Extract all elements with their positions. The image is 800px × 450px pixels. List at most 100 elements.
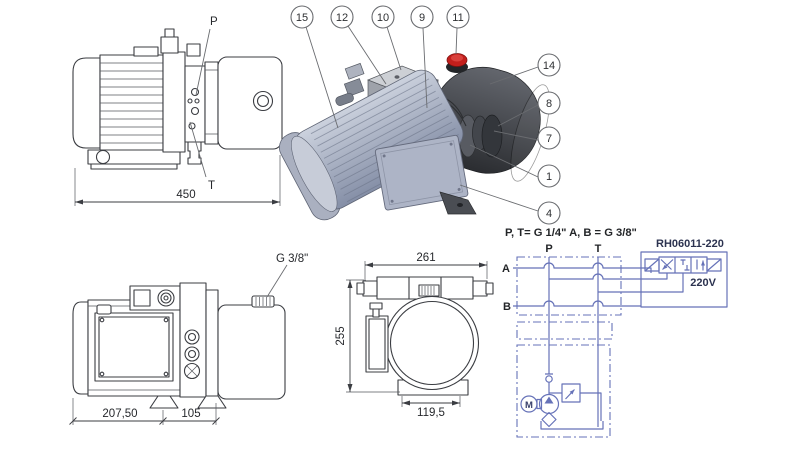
callout-number: 10	[377, 12, 389, 24]
manifold-boundary-1	[516, 256, 622, 316]
suction-filter	[541, 411, 557, 428]
center-plug	[418, 284, 440, 297]
callout-bubble	[290, 5, 314, 29]
dim-1195: 119,5	[417, 407, 445, 419]
callout-4: 4	[537, 201, 561, 225]
callout-number: 4	[546, 208, 552, 220]
callout-number: 15	[296, 12, 308, 24]
reservoir-symbol	[540, 421, 604, 430]
ports-note: P, T= G 1/4" A, B = G 3/8"	[505, 227, 637, 239]
junction-box	[374, 134, 469, 211]
plate-ports	[187, 87, 200, 130]
callout-bubble	[330, 5, 354, 29]
fitting-cylinder	[335, 92, 354, 106]
callout-bubble	[537, 164, 561, 188]
directional-valve	[644, 257, 722, 273]
coupling-ring	[481, 114, 503, 158]
fitting-g38-label: G 3/8"	[276, 253, 308, 265]
plate-fitting	[186, 43, 201, 57]
callout-15: 15	[290, 5, 314, 29]
callout-bubble	[410, 5, 434, 29]
callout-number: 11	[452, 12, 463, 24]
check-valve	[545, 373, 553, 383]
closed-center-marks	[680, 259, 690, 271]
coupler-mid	[160, 292, 172, 304]
line-b	[513, 300, 641, 307]
dim-450: 450	[176, 189, 195, 201]
dim-261: 261	[416, 252, 435, 264]
tank-side	[217, 56, 283, 150]
callout-bubble	[371, 5, 395, 29]
callout-number: 8	[546, 98, 552, 110]
dim-ext-1195	[401, 396, 461, 407]
foot-left	[149, 395, 179, 409]
cap-highlight	[451, 54, 463, 62]
motor-face	[291, 135, 338, 212]
valve-model-label: RH06011-220	[656, 238, 724, 250]
coupler-outer	[157, 289, 175, 307]
dim-ticks	[69, 417, 220, 425]
fitting-cube	[344, 62, 365, 80]
relief-arrow	[565, 389, 575, 400]
callout-11: 11	[446, 5, 470, 29]
motor-3d	[279, 69, 464, 221]
valve-frame	[640, 251, 728, 308]
callout-bubble	[446, 5, 470, 29]
callout-leaders	[305, 25, 539, 212]
port-p-leader	[195, 28, 211, 96]
bottom-side-view: G 3/8" 207,50 105	[69, 253, 308, 425]
mount-foot-3d	[439, 191, 477, 215]
foot-hole	[457, 203, 463, 207]
motor-fins	[100, 62, 163, 144]
pump-section	[162, 51, 186, 153]
dim-20750: 207,50	[102, 408, 137, 420]
schematic-t: T	[595, 243, 602, 255]
manifold-boundary-2	[516, 321, 613, 340]
tank-port-inner	[256, 94, 270, 108]
motor-m-label: M	[525, 400, 533, 411]
line-t-to-valve	[598, 273, 684, 293]
solenoid-right-slash	[706, 258, 722, 272]
pump-arrow	[544, 396, 554, 404]
solenoid-right	[706, 258, 722, 272]
port-t-label: T	[208, 180, 215, 192]
junction-box-2	[94, 312, 174, 382]
side-fittings	[335, 62, 365, 106]
top-fitting-cap	[164, 28, 175, 38]
top-fitting	[160, 36, 179, 54]
tank-bracket	[204, 61, 219, 145]
motor-end-cap	[72, 57, 101, 149]
front-view: 261 255 119,5	[335, 252, 494, 419]
right-fitting-cap	[485, 282, 494, 295]
callout-number: 1	[546, 171, 552, 183]
junction-box-3d	[374, 134, 469, 211]
callout-number: 9	[419, 12, 425, 24]
callout-number: 7	[546, 133, 552, 145]
motor-end-cap-2	[72, 301, 89, 395]
shaft-coupling	[536, 398, 543, 410]
junction-box-front-lid	[368, 318, 386, 370]
manifold-block-left	[133, 289, 151, 307]
junction-box-lid-2	[98, 316, 170, 378]
base-plate	[90, 163, 178, 170]
right-fitting	[472, 280, 488, 297]
junction-box-lid	[380, 140, 464, 206]
lid-screws-2	[99, 317, 169, 377]
port-p-label: P	[210, 16, 218, 28]
isometric-view: 15 12 10 9 11 1 4	[279, 5, 561, 225]
tank-front-inner	[389, 300, 475, 386]
callout-bubble	[537, 53, 561, 77]
callouts: 15 12 10 9 11 1 4	[290, 5, 561, 225]
dim-105: 105	[181, 408, 200, 420]
center-plug-ribs	[421, 286, 435, 295]
pump-port-cross	[186, 365, 198, 377]
valve-position-dividers	[674, 257, 692, 273]
callout-10: 10	[371, 5, 395, 29]
breather-top	[369, 302, 383, 310]
line-a	[513, 262, 652, 273]
callout-bubble	[537, 91, 561, 115]
callout-12: 12	[330, 5, 354, 29]
bracket-ticks	[205, 69, 218, 135]
tank-boundary	[516, 344, 611, 438]
